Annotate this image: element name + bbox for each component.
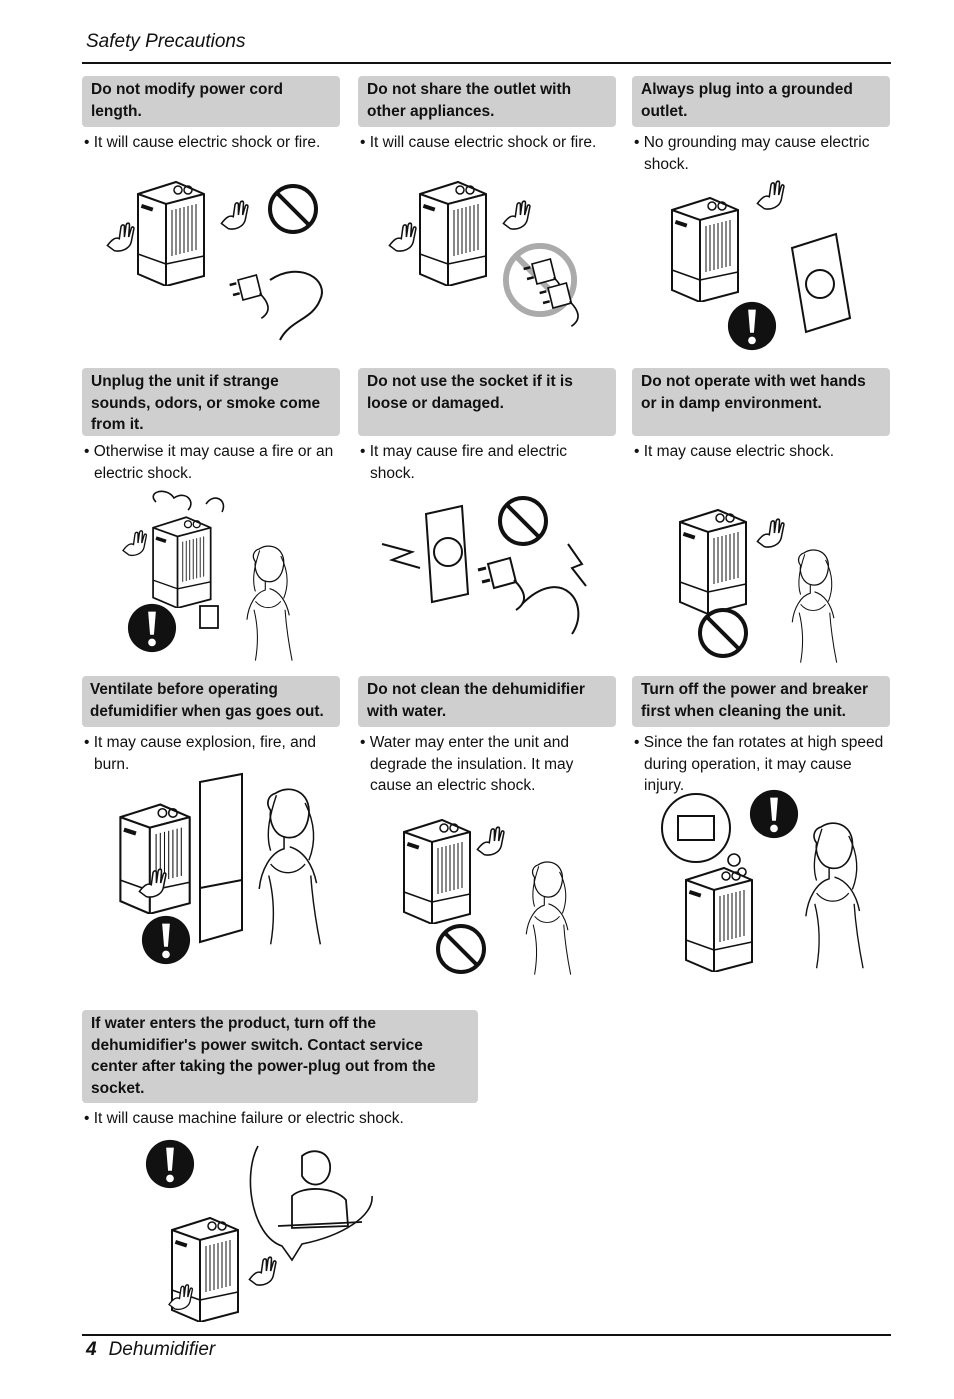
dehumidifier-icon (403, 819, 471, 924)
dehumidifier-icon (419, 181, 487, 286)
hand-icon (388, 222, 417, 252)
hand-icon (220, 200, 249, 230)
plug-icon (476, 556, 526, 612)
outlet-icon (790, 232, 852, 334)
precaution-cell-6: Do not operate with wet hands or in damp… (632, 368, 890, 463)
page-header-title: Safety Precautions (86, 31, 246, 52)
service-person-head (301, 1150, 331, 1186)
dehumidifier-icon (152, 516, 212, 608)
plug-icon (228, 273, 270, 320)
outlet-icon (199, 605, 219, 629)
precaution-cell-5: Do not use the socket if it is loose or … (358, 368, 616, 484)
precaution-desc: • Otherwise it may cause a fire or an el… (84, 443, 334, 482)
prohibition-icon (436, 924, 486, 974)
dehumidifier-icon (137, 181, 205, 286)
precaution-desc: • Since the fan rotates at high speed du… (634, 734, 884, 794)
precaution-desc: • It may cause fire and electric shock. (360, 443, 568, 482)
precaution-title: Always plug into a grounded outlet. (632, 76, 890, 127)
page-number: 4 (86, 1339, 97, 1360)
breaker-panel-icon (677, 815, 715, 841)
prohibition-icon (698, 608, 748, 658)
precaution-title: Do not clean the dehumidifier with water… (358, 676, 616, 727)
illustration-grounded-outlet (660, 178, 880, 353)
footer-rule (82, 1334, 891, 1336)
dehumidifier-icon (671, 197, 739, 302)
illustration-ventilate (108, 770, 328, 968)
woman-figure (258, 788, 322, 946)
prohibition-icon (268, 184, 318, 234)
illustration-shared-outlet (382, 170, 612, 350)
hand-icon (122, 530, 148, 557)
woman-figure (525, 861, 572, 976)
dehumidifier-icon (119, 803, 191, 914)
precaution-title: Do not use the socket if it is loose or … (358, 368, 616, 436)
precaution-desc: • No grounding may cause electric shock. (634, 134, 870, 173)
precaution-desc: • Water may enter the unit and degrade t… (360, 734, 574, 794)
precaution-title: Ventilate before operating defumidifier … (82, 676, 340, 727)
hand-icon (502, 200, 531, 230)
speech-bubble (249, 1145, 373, 1262)
hand-icon (106, 222, 135, 252)
illustration-clean-water (392, 806, 604, 978)
woman-figure (804, 822, 865, 970)
precaution-cell-4: Unplug the unit if strange sounds, odors… (82, 368, 340, 484)
hand-icon (756, 518, 785, 548)
warning-icon (141, 915, 191, 965)
precaution-title: Unplug the unit if strange sounds, odors… (82, 368, 340, 436)
hand-icon (248, 1256, 277, 1286)
hand-icon (756, 180, 785, 210)
precaution-title: Do not modify power cord length. (82, 76, 340, 127)
header-rule (82, 62, 891, 64)
precaution-cell-2: Do not share the outlet with other appli… (358, 76, 616, 154)
illustration-damaged-socket (372, 494, 607, 644)
precaution-cell-1: Do not modify power cord length. • It wi… (82, 76, 340, 154)
illustration-unplug-smoke (96, 490, 306, 662)
warning-icon (145, 1139, 195, 1189)
precaution-desc: • It may cause electric shock. (634, 443, 835, 460)
woman-figure (246, 545, 293, 662)
precaution-cell-3: Always plug into a grounded outlet. • No… (632, 76, 890, 175)
window-frame (199, 772, 243, 944)
hand-icon (476, 826, 505, 856)
precaution-desc: • It will cause electric shock or fire. (360, 134, 597, 151)
outlet-icon (424, 504, 470, 604)
illustration-power-off (660, 788, 880, 972)
illustration-water-entered (142, 1136, 382, 1326)
precaution-cell-7: Ventilate before operating defumidifier … (82, 676, 340, 775)
footer-label: Dehumidifier (108, 1339, 216, 1360)
precaution-cell-8: Do not clean the dehumidifier with water… (358, 676, 616, 797)
precaution-title: Do not share the outlet with other appli… (358, 76, 616, 127)
woman-figure (791, 549, 838, 664)
dehumidifier-icon (685, 867, 753, 972)
prohibition-icon (498, 496, 548, 546)
dehumidifier-icon (679, 509, 747, 614)
warning-icon (749, 789, 799, 839)
illustration-wet-hands (668, 494, 880, 666)
precaution-title: If water enters the product, turn off th… (82, 1010, 478, 1103)
precaution-title: Turn off the power and breaker first whe… (632, 676, 890, 727)
precaution-cell-9: Turn off the power and breaker first whe… (632, 676, 890, 797)
precaution-desc: • It may cause explosion, fire, and burn… (84, 734, 317, 773)
precaution-desc: • It will cause electric shock or fire. (84, 134, 321, 151)
warning-icon (127, 603, 177, 653)
precaution-desc: • It will cause machine failure or elect… (84, 1110, 404, 1127)
illustration-cord-modify (100, 170, 330, 350)
page-footer: 4 Dehumidifier (86, 1339, 215, 1361)
warning-icon (727, 301, 777, 351)
precaution-cell-10: If water enters the product, turn off th… (82, 1010, 478, 1130)
precaution-title: Do not operate with wet hands or in damp… (632, 368, 890, 436)
